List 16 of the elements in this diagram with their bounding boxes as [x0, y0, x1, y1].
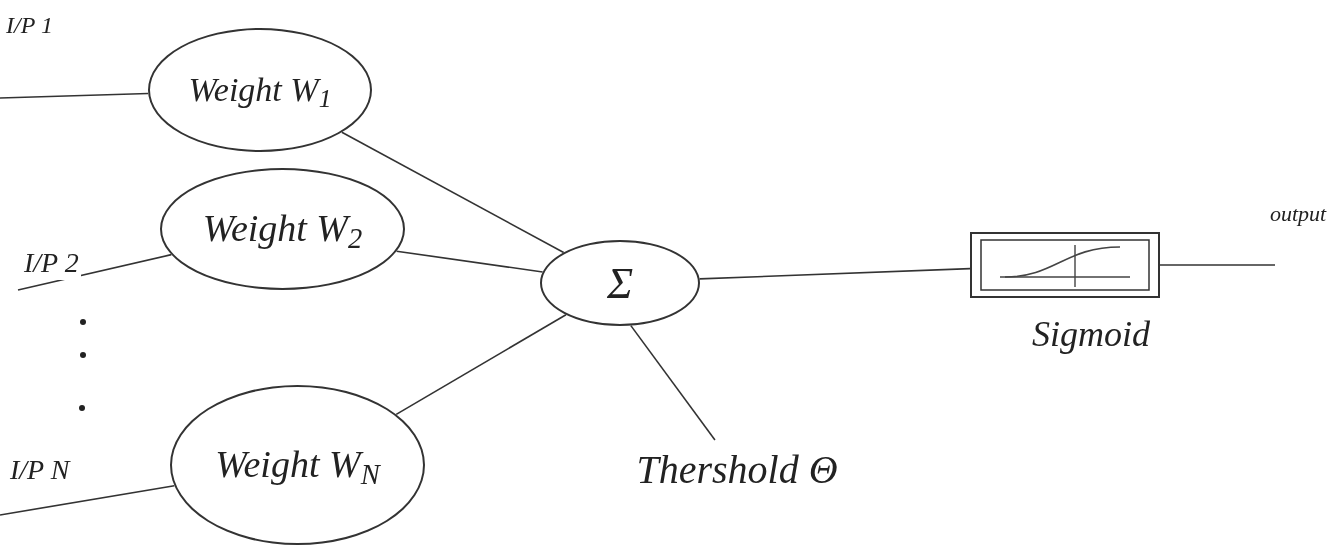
connector-line: [0, 484, 176, 516]
sigmoid-box: [970, 232, 1160, 298]
weight-node: Weight W$_{N}$: [170, 385, 425, 545]
connector-line: [395, 313, 567, 416]
weight-node: Weight W$_{1}$: [148, 28, 372, 152]
connector-line: [17, 253, 173, 291]
connector-line: [698, 267, 971, 280]
connector-line: [630, 324, 716, 441]
connector-line: [341, 131, 565, 254]
connector-line: [395, 250, 544, 273]
connector-line: [0, 92, 149, 99]
summation-node: Σ: [540, 240, 700, 326]
node-caption: Sigmoid: [1032, 313, 1150, 356]
weight-node: Weight W$_{2}$: [160, 168, 405, 290]
connector-line: [1159, 264, 1276, 266]
threshold-label: Thershold Θ: [612, 440, 862, 500]
